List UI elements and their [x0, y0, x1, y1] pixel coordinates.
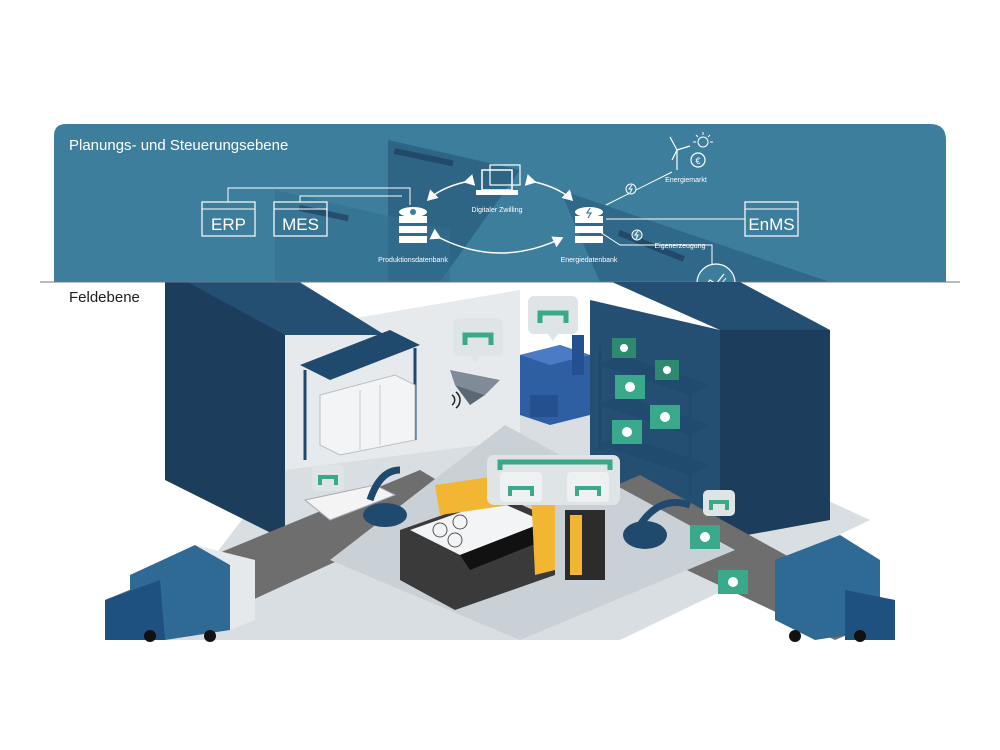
- enms-label: EnMS: [748, 215, 794, 234]
- blue-machine: [520, 335, 590, 425]
- right-wall-block: [720, 330, 830, 540]
- production-db-label: Produktionsdatenbank: [378, 257, 448, 264]
- lightning-icon: [632, 230, 642, 240]
- svg-text:€: €: [695, 156, 700, 166]
- mes-label: MES: [282, 215, 319, 234]
- status-bubble: [528, 296, 578, 341]
- digital-twin-label: Digitaler Zwilling: [472, 207, 523, 214]
- own-generation-label: Eigenerzeugung: [655, 243, 706, 250]
- field-layer-title: Feldebene: [69, 289, 140, 306]
- status-bubble: [312, 465, 344, 491]
- lightning-icon: [626, 184, 636, 194]
- status-bubble-group: [487, 455, 620, 505]
- erp-label: ERP: [211, 215, 246, 234]
- status-bubble: [703, 490, 735, 516]
- truck-left: [105, 545, 255, 642]
- energy-market-label: Energiemarkt: [665, 177, 707, 184]
- planning-layer-title: Planungs- und Steuerungsebene: [69, 137, 288, 154]
- energy-db-label: Energiedatenbank: [561, 257, 618, 264]
